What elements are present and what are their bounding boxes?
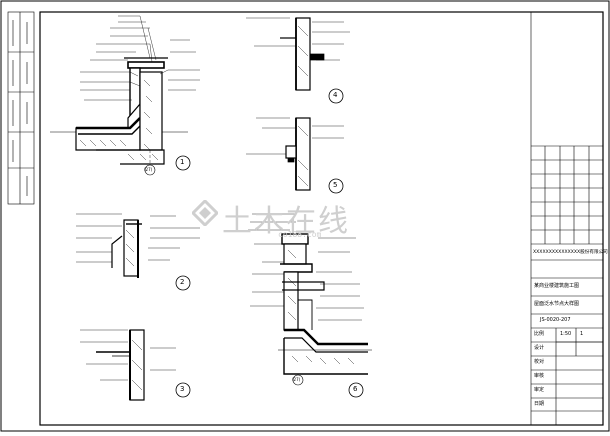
tb-label-date: 日期	[534, 401, 545, 407]
tb-drawing-no: JS-0020-207	[540, 317, 571, 323]
tb-label-check: 校对	[534, 359, 545, 365]
tb-scale: 1:50	[560, 331, 572, 337]
tb-label-design: 设计	[534, 345, 545, 351]
detail-mark-3: 3	[180, 385, 185, 393]
tb-label-approve: 审定	[534, 387, 545, 393]
inner-border	[39, 11, 604, 426]
detail-6	[248, 213, 372, 375]
title-block	[530, 12, 603, 425]
detail-mark-1: 1	[180, 158, 185, 166]
tb-label-scale: 比例	[534, 331, 545, 337]
tb-sheet: 1	[580, 331, 584, 337]
detail-2	[76, 213, 200, 278]
detail-mark-6: 6	[353, 385, 358, 393]
detail-mark-4: 4	[333, 91, 338, 99]
detail-1	[50, 15, 200, 170]
tb-label-review: 审核	[534, 373, 545, 379]
detail-mark-2: 2	[180, 278, 185, 286]
detail-mark-5: 5	[333, 181, 338, 189]
watermark-logo-icon	[192, 200, 218, 226]
detail-3	[80, 329, 176, 401]
detail-4	[246, 17, 350, 91]
watermark-url: co188.com	[278, 230, 322, 239]
tb-drawing-title: 屋面泛水节点大样图	[534, 301, 580, 307]
watermark-brand: 土木在线	[222, 204, 350, 239]
axis-label-1: (27)	[144, 167, 153, 172]
tb-project: 某商业楼建筑施工图	[534, 283, 580, 289]
binding-strip	[7, 11, 35, 205]
tb-company: XXXXXXXXXXXXXXX股份有限公司	[533, 250, 608, 255]
detail-5	[246, 117, 344, 191]
axis-label-2: (27)	[292, 377, 301, 382]
